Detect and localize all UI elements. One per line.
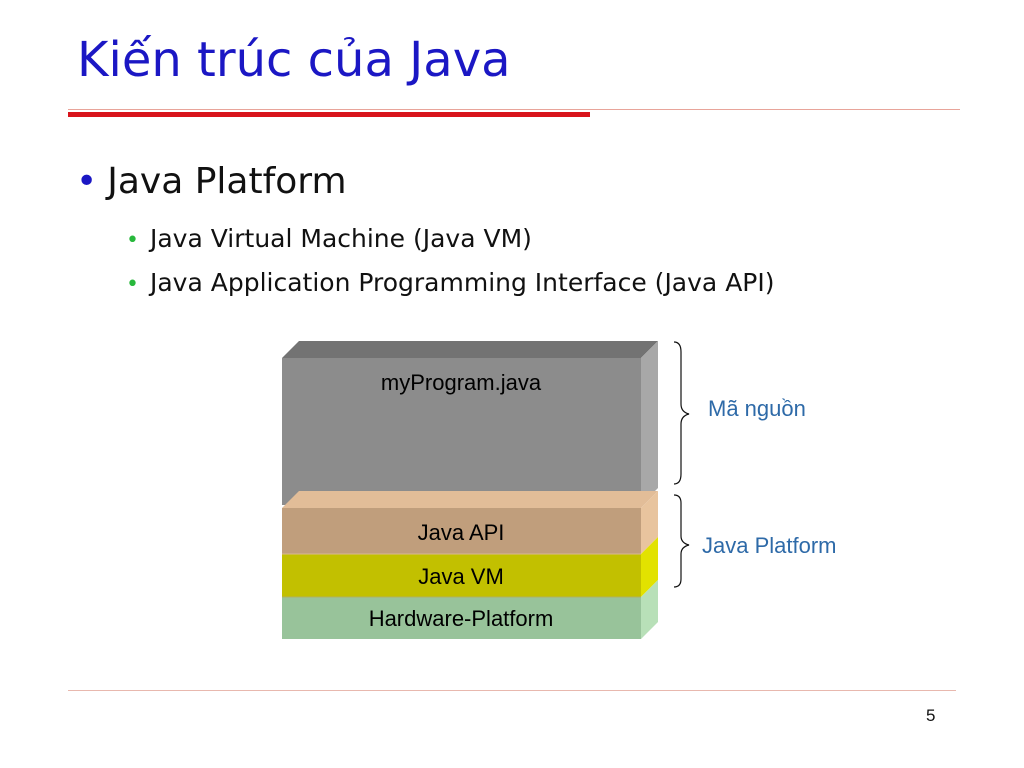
slide-title: Kiến trúc của Java	[77, 32, 511, 88]
layer-api-side	[641, 491, 658, 554]
bullet-text: Java Platform	[107, 161, 347, 202]
brace-source-icon	[673, 341, 690, 485]
layer-vm-label: Java VM	[418, 564, 504, 589]
footer-divider	[68, 690, 956, 691]
layer-api: Java API	[282, 491, 658, 554]
layer-program-label: myProgram.java	[381, 370, 542, 395]
layer-hardware-label: Hardware-Platform	[369, 606, 554, 631]
sub-bullet-text: Java Application Programming Interface (…	[149, 268, 775, 297]
title-divider-thin	[68, 109, 960, 110]
sub-bullet-java-vm: • Java Virtual Machine (Java VM)	[126, 226, 532, 252]
layer-program-top	[282, 341, 658, 358]
sub-bullet-java-api: • Java Application Programming Interface …	[126, 270, 775, 296]
layer-program: myProgram.java	[282, 341, 658, 505]
layer-program-side	[641, 341, 658, 505]
layer-api-top	[282, 491, 658, 508]
layer-vm: Java VM	[282, 537, 658, 597]
layer-vm-side	[641, 537, 658, 597]
layer-hardware: Hardware-Platform	[282, 580, 658, 639]
bullet-java-platform: •Java Platform	[76, 164, 347, 200]
sub-bullet-dot-icon: •	[126, 272, 139, 297]
layer-api-front	[282, 508, 641, 554]
layer-program-front	[282, 358, 641, 505]
title-divider-accent	[68, 112, 590, 117]
brace-platform-icon	[673, 494, 690, 588]
page-number: 5	[926, 706, 936, 725]
layer-api-label: Java API	[418, 520, 505, 545]
layer-hardware-front	[282, 597, 641, 639]
brace-source-label: Mã nguồn	[708, 396, 806, 421]
bullet-dot-icon: •	[76, 161, 98, 202]
layer-hardware-side	[641, 580, 658, 639]
brace-platform-label: Java Platform	[702, 533, 837, 558]
sub-bullet-dot-icon: •	[126, 228, 139, 253]
sub-bullet-text: Java Virtual Machine (Java VM)	[149, 224, 532, 253]
layer-vm-front	[282, 554, 641, 597]
